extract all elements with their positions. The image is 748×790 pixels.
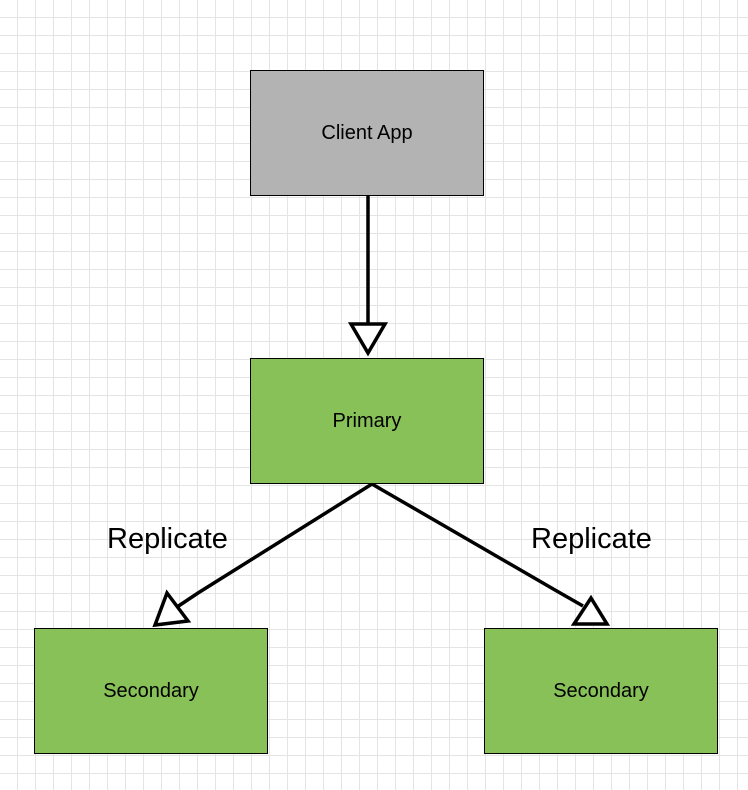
edge-label-replicate-left: Replicate: [107, 523, 228, 555]
node-client-app[interactable]: Client App: [250, 70, 484, 196]
node-secondary-right-label: Secondary: [553, 679, 649, 702]
edge-label-replicate-right: Replicate: [531, 523, 652, 555]
arrowhead-primary: [347, 322, 389, 357]
node-primary-label: Primary: [332, 409, 402, 432]
edge-primary-to-secondary-left: [176, 482, 373, 609]
node-client-app-label: Client App: [321, 121, 413, 144]
node-secondary-left-label: Secondary: [103, 679, 199, 702]
node-primary[interactable]: Primary: [250, 358, 484, 484]
edge-primary-to-secondary-right: [371, 482, 584, 608]
node-secondary-left[interactable]: Secondary: [34, 628, 268, 754]
arrowhead-secondary-right: [570, 594, 611, 626]
node-secondary-right[interactable]: Secondary: [484, 628, 718, 754]
arrowhead-secondary-left: [152, 589, 192, 628]
